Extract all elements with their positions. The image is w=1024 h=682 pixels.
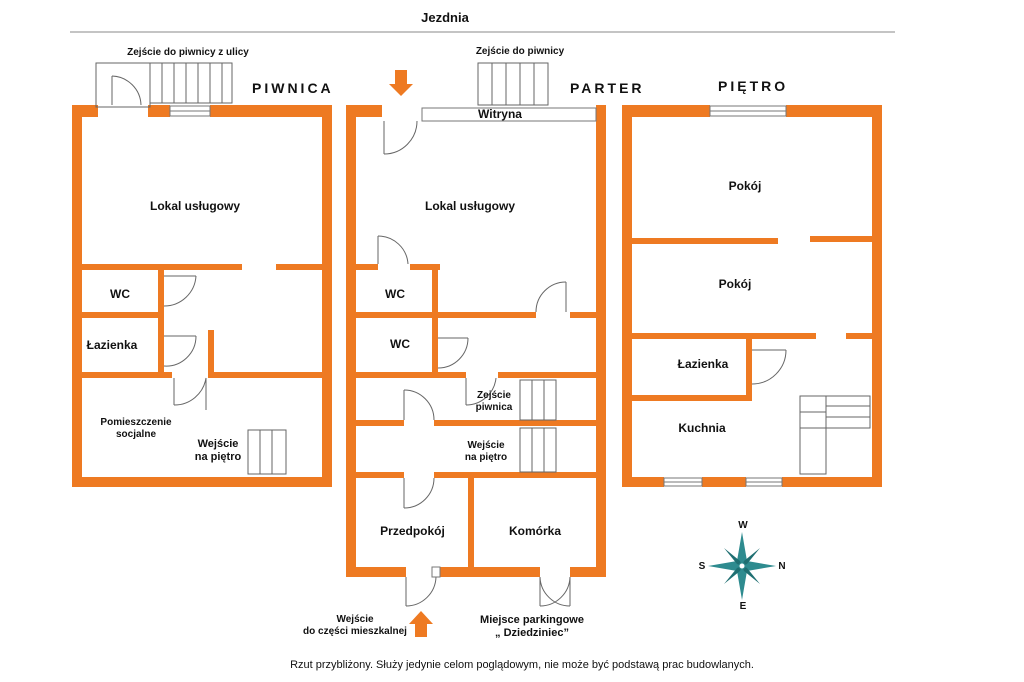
compass-e: E [739, 601, 747, 612]
ground-main-room: Lokal usługowy [424, 199, 515, 213]
upper-doors [751, 349, 787, 385]
shop-window-label: Witryna [478, 107, 522, 121]
residential-entrance-arrow [409, 611, 433, 637]
upper-bathroom: Łazienka [677, 357, 729, 371]
ground-inner-stairs [519, 379, 557, 473]
ground-stairs-label: Zejście do piwnicy [475, 46, 565, 57]
basement-inner-stairs [247, 429, 287, 475]
residential-entrance-label: Wejście do części mieszkalnej [303, 614, 407, 637]
upper-windows [663, 105, 787, 487]
ground-storage: Komórka [508, 524, 561, 538]
ground-doors [377, 120, 571, 607]
upper-room-2: Pokój [718, 277, 752, 291]
parking-label: Miejsce parkingowe „ Dziedziniec” [480, 614, 584, 639]
basement-upstairs: Wejście na piętro [194, 438, 242, 463]
shop-window [421, 107, 597, 122]
upper-kitchen: Kuchnia [678, 421, 726, 435]
basement-stairs-label: Zejście do piwnicy z ulicy [127, 47, 249, 58]
ground-wc-2: WC [390, 337, 410, 351]
upper-title: PIĘTRO [718, 78, 789, 94]
compass-w: W [738, 520, 748, 531]
basement-social-room: Pomieszczenie socjalne [100, 417, 172, 440]
ground-basement-stairs: Zejście piwnica [475, 390, 513, 413]
compass-n: N [778, 561, 786, 572]
basement-doors [163, 275, 207, 410]
ground-wc-1: WC [385, 287, 405, 301]
ground-hall: Przedpokój [380, 524, 445, 538]
basement-walls [72, 105, 332, 487]
compass-rose-icon [708, 532, 776, 600]
upper-room-1: Pokój [728, 179, 762, 193]
ground-walls [346, 105, 606, 577]
basement-street-door [95, 62, 151, 108]
ground-title: PARTER [570, 80, 645, 96]
basement-street-stairs [149, 62, 233, 104]
upper-walls [622, 105, 882, 487]
street-label: Jezdnia [421, 10, 469, 25]
basement-title: PIWNICA [252, 80, 334, 96]
ground-street-stairs [477, 62, 549, 106]
shop-entrance-arrow [389, 70, 413, 96]
ground-upstairs: Wejście na piętro [464, 440, 508, 463]
upper-stairs [799, 395, 871, 475]
basement-main-room: Lokal usługowy [149, 199, 240, 213]
basement-bathroom: Łazienka [86, 338, 138, 352]
footer-disclaimer: Rzut przybliżony. Służy jedynie celom po… [290, 659, 754, 671]
compass-s: S [698, 561, 706, 572]
basement-wc: WC [110, 287, 130, 301]
